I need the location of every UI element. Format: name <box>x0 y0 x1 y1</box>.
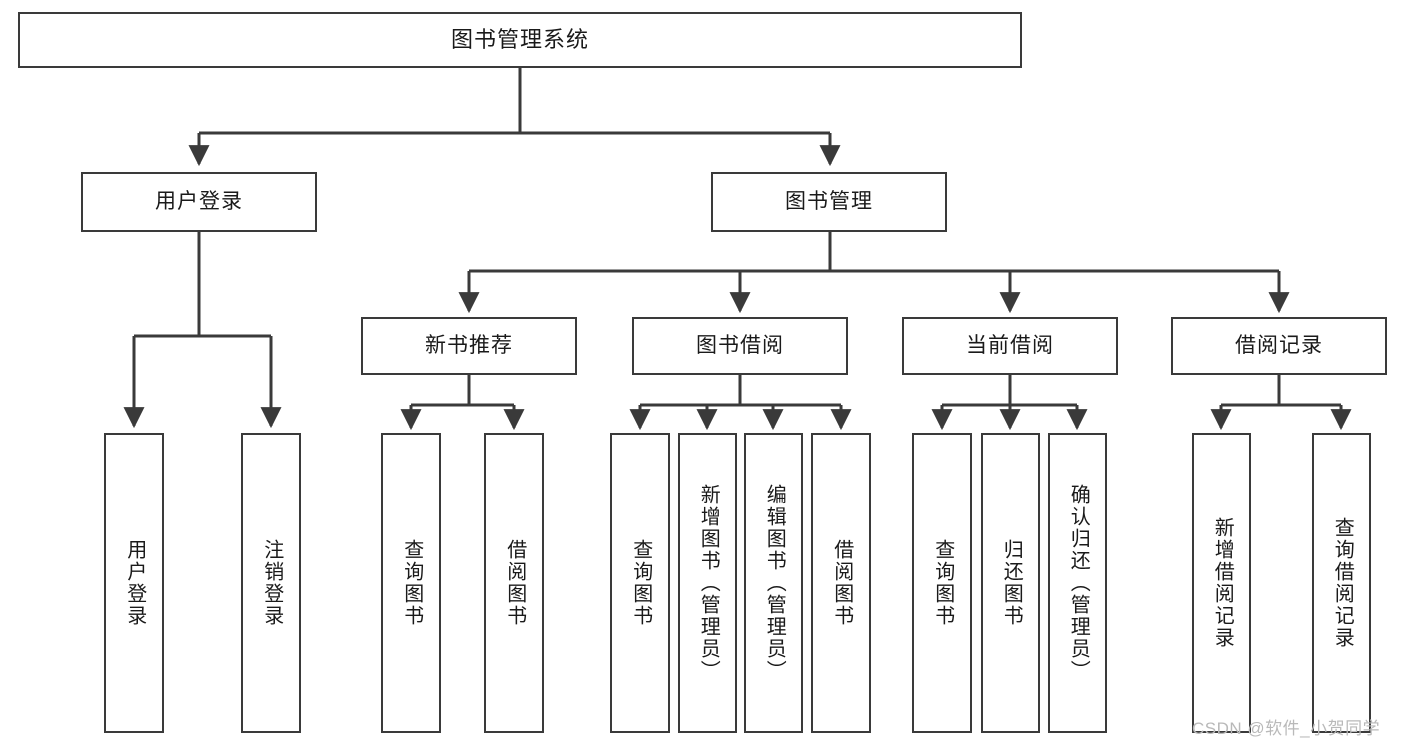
leaf-return-book[interactable]: 归还图书 <box>981 433 1040 733</box>
leaf-add-book[interactable]: 新增图书（管理员） <box>678 433 737 733</box>
leaf-label: 查询图书 <box>931 539 954 627</box>
node-book-borrow[interactable]: 图书借阅 <box>632 317 848 375</box>
leaf-label: 用户登录 <box>123 539 146 627</box>
node-user-login[interactable]: 用户登录 <box>81 172 317 232</box>
leaf-label: 新增借阅记录 <box>1211 517 1234 649</box>
node-current-borrow[interactable]: 当前借阅 <box>902 317 1118 375</box>
leaf-label: 借阅图书 <box>830 539 853 627</box>
leaf-user-login[interactable]: 用户登录 <box>104 433 164 733</box>
leaf-label: 编辑图书（管理员） <box>763 484 786 682</box>
node-new-book-recommend[interactable]: 新书推荐 <box>361 317 577 375</box>
leaf-label: 确认归还（管理员） <box>1067 484 1090 682</box>
leaf-add-record[interactable]: 新增借阅记录 <box>1192 433 1251 733</box>
leaf-label: 归还图书 <box>1000 539 1023 627</box>
node-borrow-record[interactable]: 借阅记录 <box>1171 317 1387 375</box>
leaf-query-record[interactable]: 查询借阅记录 <box>1312 433 1371 733</box>
node-book-manage[interactable]: 图书管理 <box>711 172 947 232</box>
leaf-query-book-1[interactable]: 查询图书 <box>381 433 441 733</box>
leaf-label: 借阅图书 <box>503 539 526 627</box>
leaf-borrow-book-1[interactable]: 借阅图书 <box>484 433 544 733</box>
leaf-borrow-book-2[interactable]: 借阅图书 <box>811 433 871 733</box>
leaf-label: 查询图书 <box>629 539 652 627</box>
node-root-system[interactable]: 图书管理系统 <box>18 12 1022 68</box>
leaf-edit-book[interactable]: 编辑图书（管理员） <box>744 433 803 733</box>
leaf-query-book-2[interactable]: 查询图书 <box>610 433 670 733</box>
leaf-label: 查询借阅记录 <box>1331 517 1354 649</box>
leaf-label: 新增图书（管理员） <box>697 484 720 682</box>
csdn-watermark: CSDN @软件_小贺同学 <box>1192 719 1381 738</box>
leaf-query-book-3[interactable]: 查询图书 <box>912 433 972 733</box>
leaf-label: 查询图书 <box>400 539 423 627</box>
leaf-label: 注销登录 <box>260 539 283 627</box>
leaf-logout-login[interactable]: 注销登录 <box>241 433 301 733</box>
leaf-confirm-return[interactable]: 确认归还（管理员） <box>1048 433 1107 733</box>
